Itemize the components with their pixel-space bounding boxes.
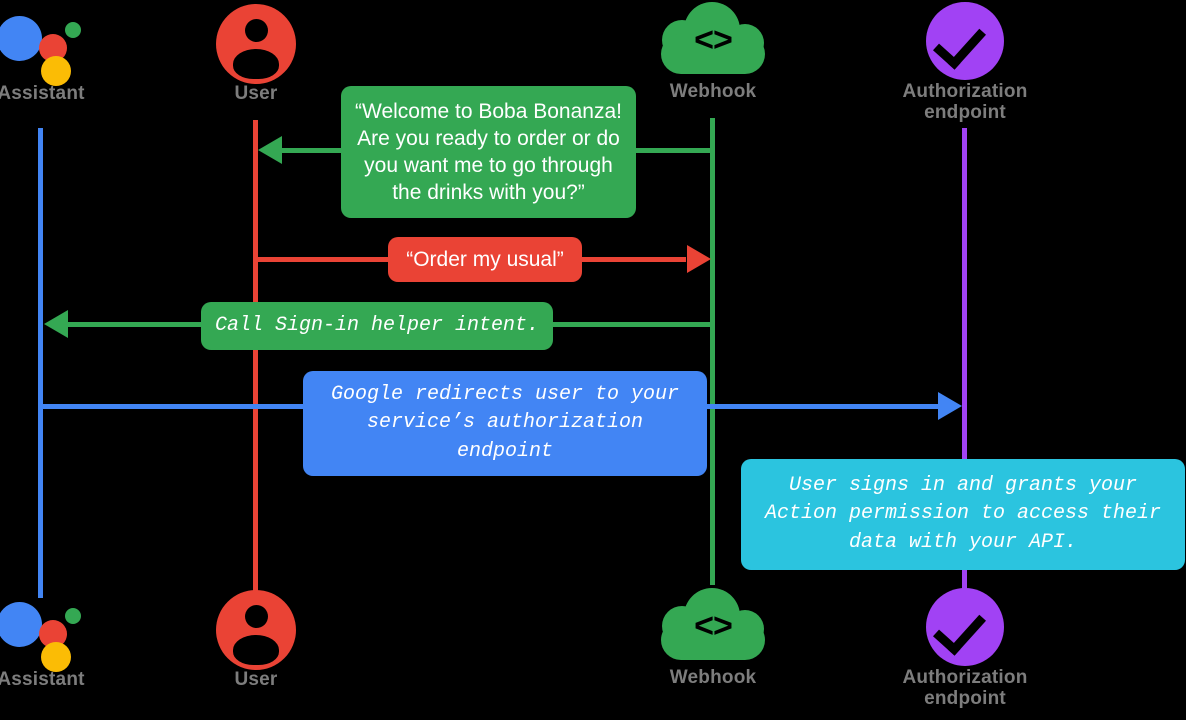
actor-label-auth: Authorization endpoint bbox=[902, 667, 1028, 709]
actor-auth-top[interactable]: Authorization endpoint bbox=[865, 2, 1065, 123]
user-avatar-icon bbox=[156, 590, 356, 670]
user-avatar-head bbox=[244, 19, 268, 42]
actor-webhook-top[interactable]: <> Webhook bbox=[613, 2, 813, 103]
user-avatar-icon bbox=[156, 4, 356, 84]
message-text-line: “Order my usual” bbox=[406, 248, 564, 271]
message-text-line: Google redirects user to your bbox=[330, 383, 680, 406]
assistant-dot-green bbox=[65, 22, 81, 38]
message-bubble-user-signs-in: User signs in and grants your Action per… bbox=[741, 459, 1185, 571]
assistant-dot-green bbox=[65, 608, 81, 624]
cloud-code-icon: <> bbox=[613, 2, 813, 82]
message-text-line: service’s authorization endpoint bbox=[366, 411, 644, 463]
actor-webhook-bottom[interactable]: <> Webhook bbox=[613, 588, 813, 689]
lifeline-user bbox=[253, 120, 258, 598]
actor-label-user: User bbox=[234, 83, 278, 104]
assistant-dot-yellow bbox=[41, 56, 71, 86]
message-text-line: data with your API. bbox=[848, 530, 1078, 554]
message-bubble-call-signin-helper: Call Sign-in helper intent. bbox=[201, 302, 553, 351]
message-bubble-google-redirects: Google redirects user to your service’s … bbox=[303, 371, 707, 477]
message-bubble-order-my-usual: “Order my usual” bbox=[388, 237, 582, 283]
message-text-line: “Welcome to Boba Bonanza! bbox=[355, 100, 622, 123]
cloud-base bbox=[661, 620, 765, 660]
assistant-dot-yellow bbox=[41, 642, 71, 672]
actor-user-bottom[interactable]: User bbox=[156, 590, 356, 691]
message-text-line: User signs in and grants your bbox=[788, 474, 1138, 497]
lifeline-auth bbox=[962, 128, 967, 595]
actor-label-user: User bbox=[234, 669, 278, 690]
arrowhead-call-signin-helper bbox=[44, 310, 68, 338]
actor-label-assistant: Assistant bbox=[0, 669, 85, 690]
user-avatar-head bbox=[244, 605, 268, 628]
message-text-line: the drinks with you?” bbox=[392, 181, 585, 205]
message-text-line: Call Sign-in helper intent. bbox=[214, 314, 540, 337]
cloud-base bbox=[661, 34, 765, 74]
arrowhead-order-my-usual bbox=[687, 245, 711, 273]
actor-label-webhook: Webhook bbox=[669, 81, 757, 102]
actor-assistant-bottom[interactable]: Assistant bbox=[0, 590, 141, 691]
check-circle-icon bbox=[865, 2, 1065, 82]
actor-assistant-top[interactable]: Assistant bbox=[0, 4, 141, 105]
actor-user-top[interactable]: User bbox=[156, 4, 356, 105]
lifeline-assistant bbox=[38, 128, 43, 598]
message-bubble-welcome: “Welcome to Boba Bonanza! Are you ready … bbox=[341, 86, 636, 219]
message-text-line: you want me to go through bbox=[364, 154, 613, 178]
assistant-dot-blue bbox=[0, 602, 42, 647]
auth-circle bbox=[926, 2, 1004, 80]
user-avatar-body bbox=[233, 635, 279, 665]
message-text-line: Are you ready to order or do bbox=[357, 127, 620, 151]
actor-label-auth: Authorization endpoint bbox=[902, 81, 1028, 123]
lifeline-webhook bbox=[710, 118, 715, 585]
actor-label-webhook: Webhook bbox=[669, 667, 757, 688]
check-circle-icon bbox=[865, 588, 1065, 668]
google-assistant-dots-icon bbox=[0, 590, 141, 672]
arrowhead-google-redirects bbox=[938, 392, 962, 420]
actor-auth-bottom[interactable]: Authorization endpoint bbox=[865, 588, 1065, 709]
arrowhead-welcome bbox=[258, 136, 282, 164]
auth-circle bbox=[926, 588, 1004, 666]
message-text-line: Action permission to access their bbox=[764, 502, 1162, 526]
user-avatar-body bbox=[233, 49, 279, 79]
cloud-code-icon: <> bbox=[613, 588, 813, 668]
code-brackets-icon: <> bbox=[694, 21, 733, 59]
google-assistant-dots-icon bbox=[0, 4, 141, 86]
actor-label-assistant: Assistant bbox=[0, 83, 85, 104]
code-brackets-icon: <> bbox=[694, 607, 733, 645]
assistant-dot-blue bbox=[0, 16, 42, 61]
